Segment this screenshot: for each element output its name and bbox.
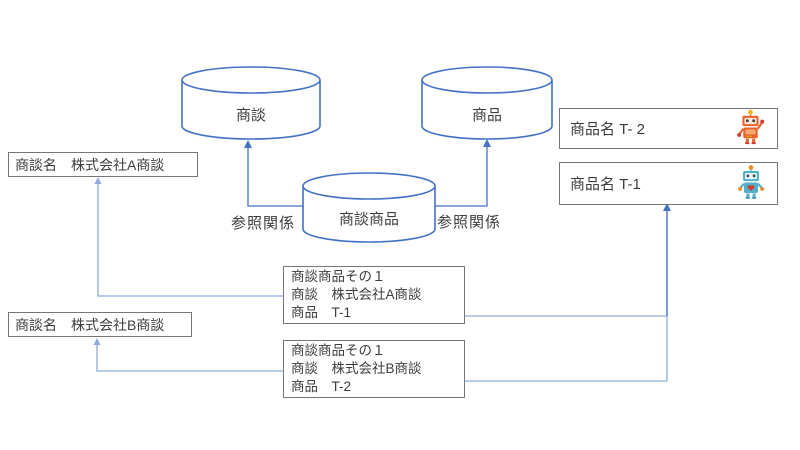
arrowhead-up (483, 139, 491, 147)
opportunity-b-record-box: 商談名 株式会社B商談 (8, 312, 192, 337)
product-cylinder (421, 66, 553, 140)
opportunity-product-cylinder-label: 商談商品 (338, 211, 399, 228)
product-t2-record-box: 商品名 T- 2 (559, 108, 778, 149)
opportunity-cylinder (181, 66, 321, 140)
opportunity-cylinder-label: 商談 (235, 107, 266, 124)
product-cylinder-label: 商品 (471, 107, 502, 124)
orange-robot-icon (735, 109, 766, 149)
opportunity-a-record-box: 商談名 株式会社A商談 (8, 152, 198, 177)
opportunity-b-record-text: 商談名 株式会社B商談 (15, 316, 165, 333)
connector-lineitem1-to-product-t1 (465, 203, 671, 317)
product-t1-record-text: 商品名 T-1 (570, 176, 641, 193)
connector-lineitem2-to-opportunity-b (93, 338, 283, 372)
blue-robot-icon (736, 163, 766, 204)
line-item-2-product: 商品 T-2 (291, 379, 352, 394)
line-item-2-opportunity: 商談 株式会社B商談 (291, 361, 422, 376)
line-item-1-product: 商品 T-1 (291, 305, 352, 320)
connector-lineitem2-to-product (465, 316, 668, 382)
product-t1-record-box: 商品名 T-1 (559, 162, 778, 205)
arrowhead-up (94, 177, 102, 184)
opportunity-product-cylinder (302, 172, 436, 243)
line-item-2-name: 商談商品その１ (291, 343, 386, 358)
arrowhead-up (244, 140, 252, 148)
line-item-1-name: 商談商品その１ (291, 269, 386, 284)
connector-lineitem1-to-opportunity-a (94, 177, 283, 297)
line-item-2-record-box: 商談商品その１ 商談 株式会社B商談 商品 T-2 (283, 340, 465, 398)
line-item-1-record-box: 商談商品その１ 商談 株式会社A商談 商品 T-1 (283, 266, 465, 324)
product-t2-record-text: 商品名 T- 2 (570, 121, 646, 138)
ref-arrow-to-opportunity (244, 140, 303, 207)
ref-relation-label-right: 参照関係 (437, 214, 502, 231)
ref-arrow-to-product (435, 139, 491, 207)
arrowhead-up (663, 203, 671, 211)
line-item-1-opportunity: 商談 株式会社A商談 (291, 287, 422, 302)
ref-relation-label-left: 参照関係 (231, 215, 296, 232)
opportunity-a-record-text: 商談名 株式会社A商談 (15, 156, 165, 173)
arrowhead-up (93, 338, 101, 345)
